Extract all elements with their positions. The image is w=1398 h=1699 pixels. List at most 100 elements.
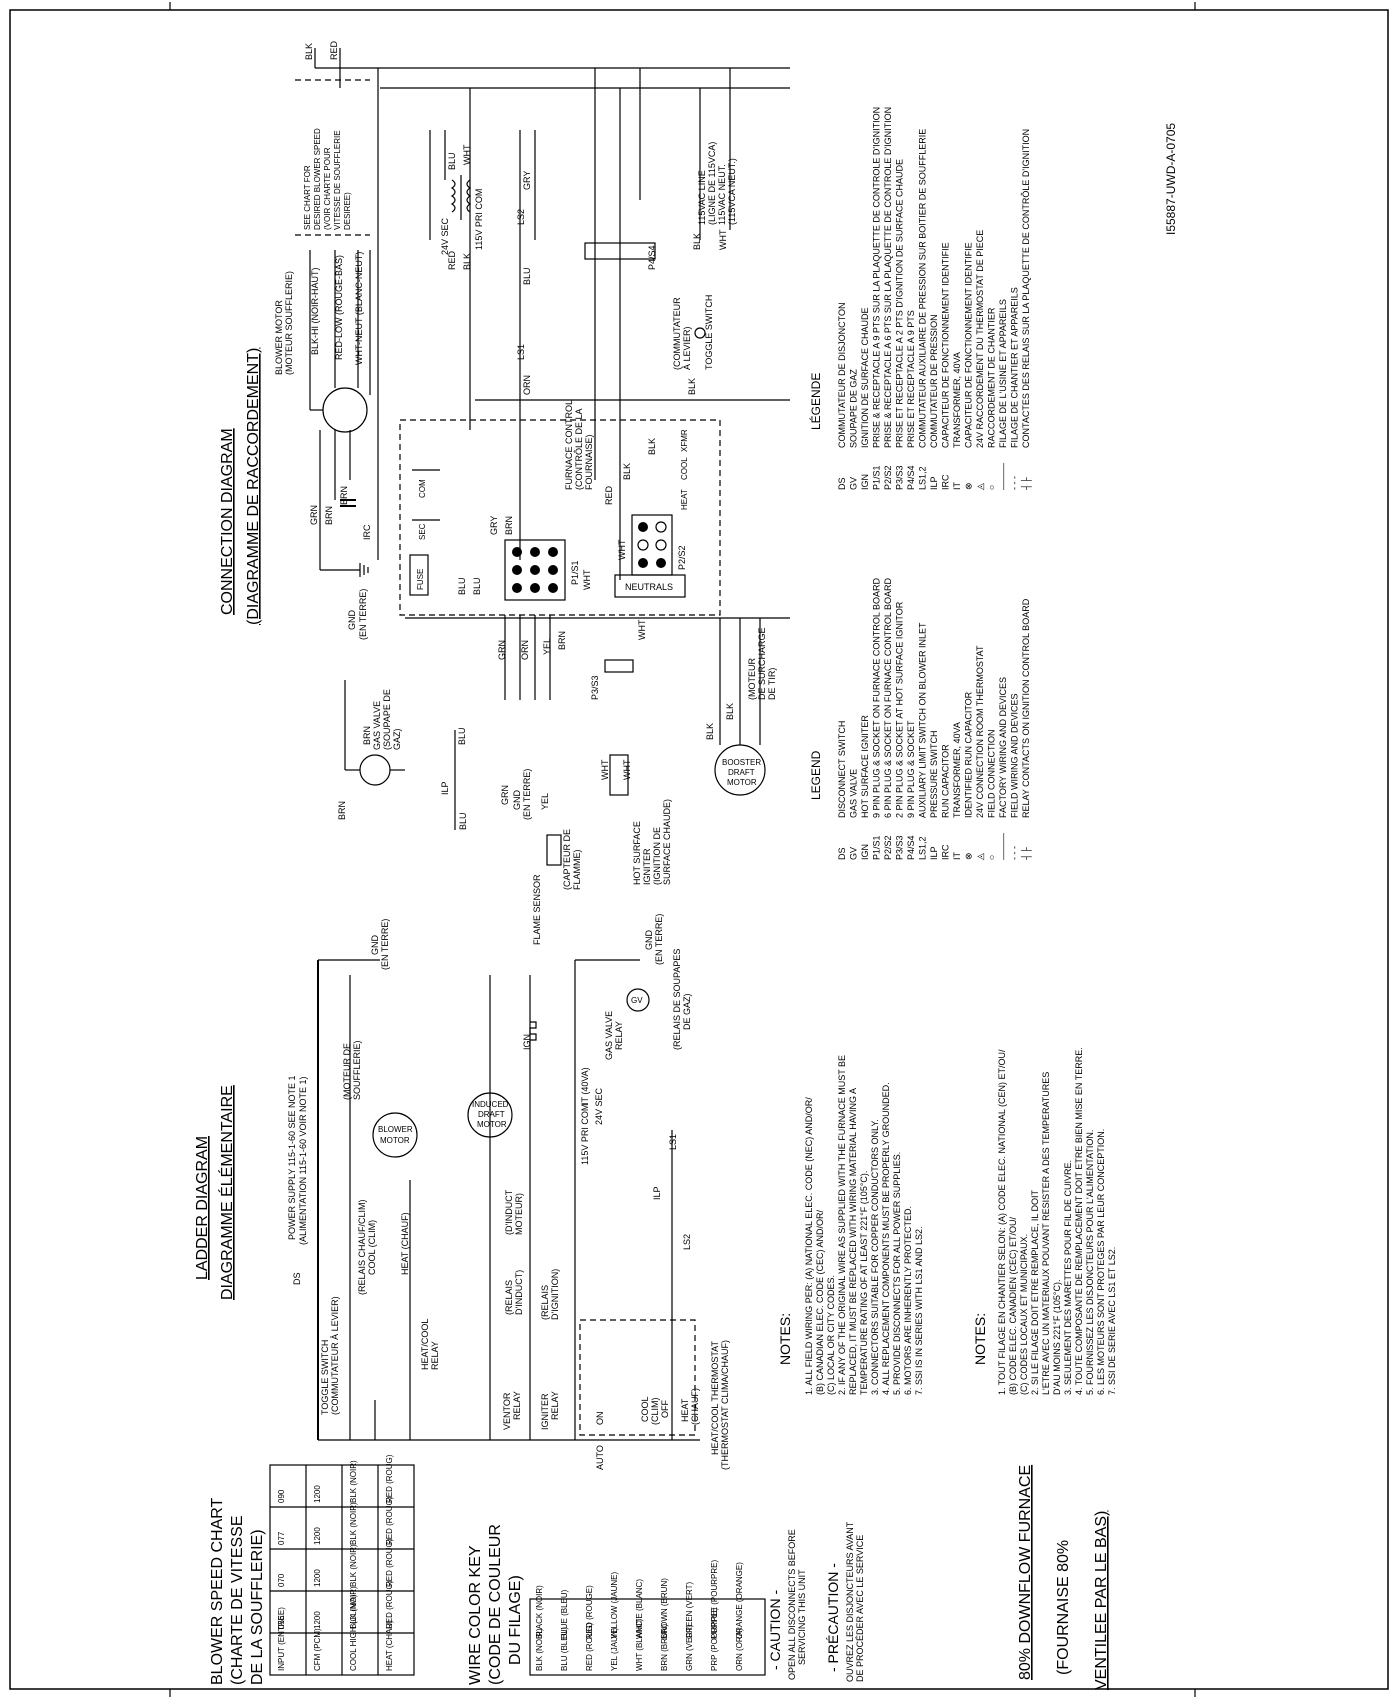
sheet-border xyxy=(9,9,1389,1690)
wire-label-brn: BRN xyxy=(339,486,349,505)
wire-label-blu: BLU xyxy=(457,727,467,745)
moteur-surcharge-label2: DE SURCHARGE xyxy=(757,627,767,700)
wire-label-gry: GRY xyxy=(489,516,499,535)
notes-fr: NOTES: 1. TOUT FILAGE EN CHANTIER SELON:… xyxy=(972,1047,1117,1395)
gnd-label: GND xyxy=(512,790,522,811)
capteur-label2: FLAMME) xyxy=(572,849,582,890)
cool-terminal: COOL xyxy=(680,457,689,480)
caution-text2: SERVICING THIS UNIT xyxy=(797,1569,807,1665)
note-fr-line: 2. SI LE FILAGE DOIT ETRE REMPLACE, IL D… xyxy=(1030,1189,1040,1395)
legend-fr-code: IRC xyxy=(941,474,951,490)
wire-label-blk: BLK xyxy=(705,723,715,740)
legend-fr-code: - - - xyxy=(1010,476,1020,490)
wire-key-color: BROWN (BRUN) xyxy=(660,1578,669,1639)
legend-en-desc: FACTORY WIRING AND DEVICES xyxy=(998,677,1008,818)
wire-label-blk: BLK xyxy=(304,43,314,60)
legend-fr-code: IT xyxy=(952,481,962,490)
connection-diagram: CONNECTION DIAGRAM (DIAGRAMME DE RACCORD… xyxy=(219,40,790,945)
legend-fr-code: IGN xyxy=(860,474,870,490)
relais-induct2: D'INDUCT) xyxy=(514,1270,524,1315)
legend-en-title: LEGEND xyxy=(809,750,823,800)
legend-fr-desc: 24V RACCORDEMENT DU THERMOSTAT DE PIECE xyxy=(975,230,985,448)
precaution-text1: OUVREZ LES DISJONCTEURS AVANT xyxy=(845,1521,855,1682)
legend-en-desc: FIELD WIRING AND DEVICES xyxy=(1010,693,1020,818)
blower-table-cell: BLK (NOIR) xyxy=(349,1460,358,1503)
blower-table-header: INPUT (ENTREE) xyxy=(277,1607,286,1671)
blower-table-cell: BLK (NOIR) xyxy=(349,1502,358,1545)
relais-souapes: (RELAIS DE SOUPAPES xyxy=(672,949,682,1050)
legend-en-code: IRC xyxy=(941,844,951,860)
wire-color-key: WIRE COLOR KEY (CODE DE COULEUR DU FILAG… xyxy=(467,1524,766,1685)
legend-en-desc: FIELD CONNECTION xyxy=(987,729,997,818)
wire-key-code: PRP (POURPRE) xyxy=(710,1607,719,1671)
heat-chauf-label: HEAT (CHAUF) xyxy=(400,1212,410,1275)
note-fr-line: 7. SSI DE SERIE AVEC LS1 ET LS2. xyxy=(1107,1247,1117,1395)
note-fr-line: L'ETRE AVEC UN MATERIAUX POUVANT RESISTE… xyxy=(1041,1072,1051,1395)
notes-fr-title: NOTES: xyxy=(972,1313,988,1365)
note-fr-line: 4. TOUTE COMPOSANTE DE REMPLACEMENT DOIT… xyxy=(1074,1047,1084,1395)
legend-en-desc: 9 PIN PLUG & SOCKET xyxy=(906,720,916,818)
wire-key-color: GREEN (VERT) xyxy=(685,1581,694,1639)
gas-valve-symbol xyxy=(359,754,391,786)
wire-label-wht: WHT xyxy=(462,144,472,165)
blower-table-cell: 1200 xyxy=(313,1611,322,1629)
wire-key-code: BLU (BLEU) xyxy=(560,1627,569,1671)
legend-en-desc: RELAY CONTACTS ON IGNITION CONTROL BOARD xyxy=(1021,598,1031,818)
power-supply-fr: (ALIMENTATION 115-1-60 VOIR NOTE 1) xyxy=(298,1076,308,1245)
legend-fr-desc: FILAGE DE L'USINE ET APPAREILS xyxy=(998,299,1008,448)
furnace-control-board xyxy=(399,419,721,616)
note-fr-line: 3. SEULEMENT DES MARETTES POUR FIL DE CU… xyxy=(1063,1160,1073,1395)
legend-en-desc: 2 PIN PLUG & SOCKET AT HOT SURFACE IGNIT… xyxy=(895,601,905,818)
furnace-control-fr: (CONTRÔLE DE LA xyxy=(574,408,584,490)
wire-key-code: BLK (NOIR) xyxy=(535,1628,544,1671)
flame-sensor-label: FLAME SENSOR xyxy=(532,874,542,945)
wire-label-grn: GRN xyxy=(309,505,319,525)
wire-label-brn: BRN xyxy=(337,801,347,820)
note-en-line: REPLACED, IT MUST BE REPLACED WITH WIRIN… xyxy=(848,1088,858,1395)
wire-label-wht: WHT xyxy=(582,569,592,590)
legend-fr-code: ⊗ xyxy=(964,482,974,490)
legend-fr-desc: SOUPAPE DE GAZ xyxy=(849,369,859,448)
fuse-label: FUSE xyxy=(416,569,425,590)
legend-en-code: DS xyxy=(837,847,847,860)
motor-label: MOTOR xyxy=(727,778,757,787)
wire-label-wht: WHT xyxy=(617,539,627,560)
legend-fr-code: LS1,2 xyxy=(918,466,928,490)
legend-fr-desc: RACCORDEMENT DE CHANTIER xyxy=(987,307,997,448)
blower-table-cell: RED (ROUG) xyxy=(385,1538,394,1587)
chauf-label: (CHAUF) xyxy=(690,1388,700,1425)
auto-label: AUTO xyxy=(595,1445,605,1470)
relais-ign: (RELAIS xyxy=(540,1285,550,1320)
clim-label: (CLIM) xyxy=(650,1398,660,1426)
irc-label: IRC xyxy=(362,524,372,540)
moteur-surcharge-label3: DE TIR) xyxy=(767,668,777,700)
doc-number: I55887-UWD-A-0705 xyxy=(1164,123,1178,235)
ls1-label: LS1 xyxy=(516,344,526,360)
legend-fr-desc: IGNITION DE SURFACE CHAUDE xyxy=(860,307,870,448)
igniter-label: IGNITER xyxy=(540,1393,550,1430)
relais-souapes2: DE GAZ) xyxy=(682,993,692,1030)
caution-text1: OPEN ALL DISCONNECTS BEFORE xyxy=(787,1529,797,1680)
off-label: OFF xyxy=(660,1400,670,1418)
wire-label-wht: WHT xyxy=(600,759,610,780)
p4s4-connector xyxy=(584,242,656,260)
relais-ign2: D'IGNITION) xyxy=(550,1269,560,1320)
va40-label: IT (40VA) xyxy=(580,1067,590,1105)
legend-fr-desc: PRISE ET RECEPTACLE A 9 PTS xyxy=(906,310,916,448)
see-chart-text: DESIRED BLOWER SPEED xyxy=(313,128,322,230)
connection-title: CONNECTION DIAGRAM xyxy=(219,428,236,615)
inductr-label: (D'INDUCT xyxy=(504,1189,514,1235)
legend-fr-desc: CAPACITEUR DE FONCTIONNEMENT IDENTIFIE xyxy=(964,242,974,448)
moteur-souf-label2: SOUFFLERIE) xyxy=(352,1040,362,1100)
legend-fr-title: LÉGENDE xyxy=(808,373,823,430)
wire-label-blk: BLK xyxy=(692,233,702,250)
legend-fr-code: GV xyxy=(849,477,859,490)
commutateur-label: (COMMUTATEUR xyxy=(672,297,682,370)
see-chart-text: SEE CHART FOR xyxy=(303,165,312,230)
see-chart-text: (VOIR CHARTE POUR xyxy=(323,147,332,230)
furnace-control-label: FURNACE CONTROL xyxy=(564,400,574,490)
legend-en-code: P1/S1 xyxy=(872,835,882,860)
